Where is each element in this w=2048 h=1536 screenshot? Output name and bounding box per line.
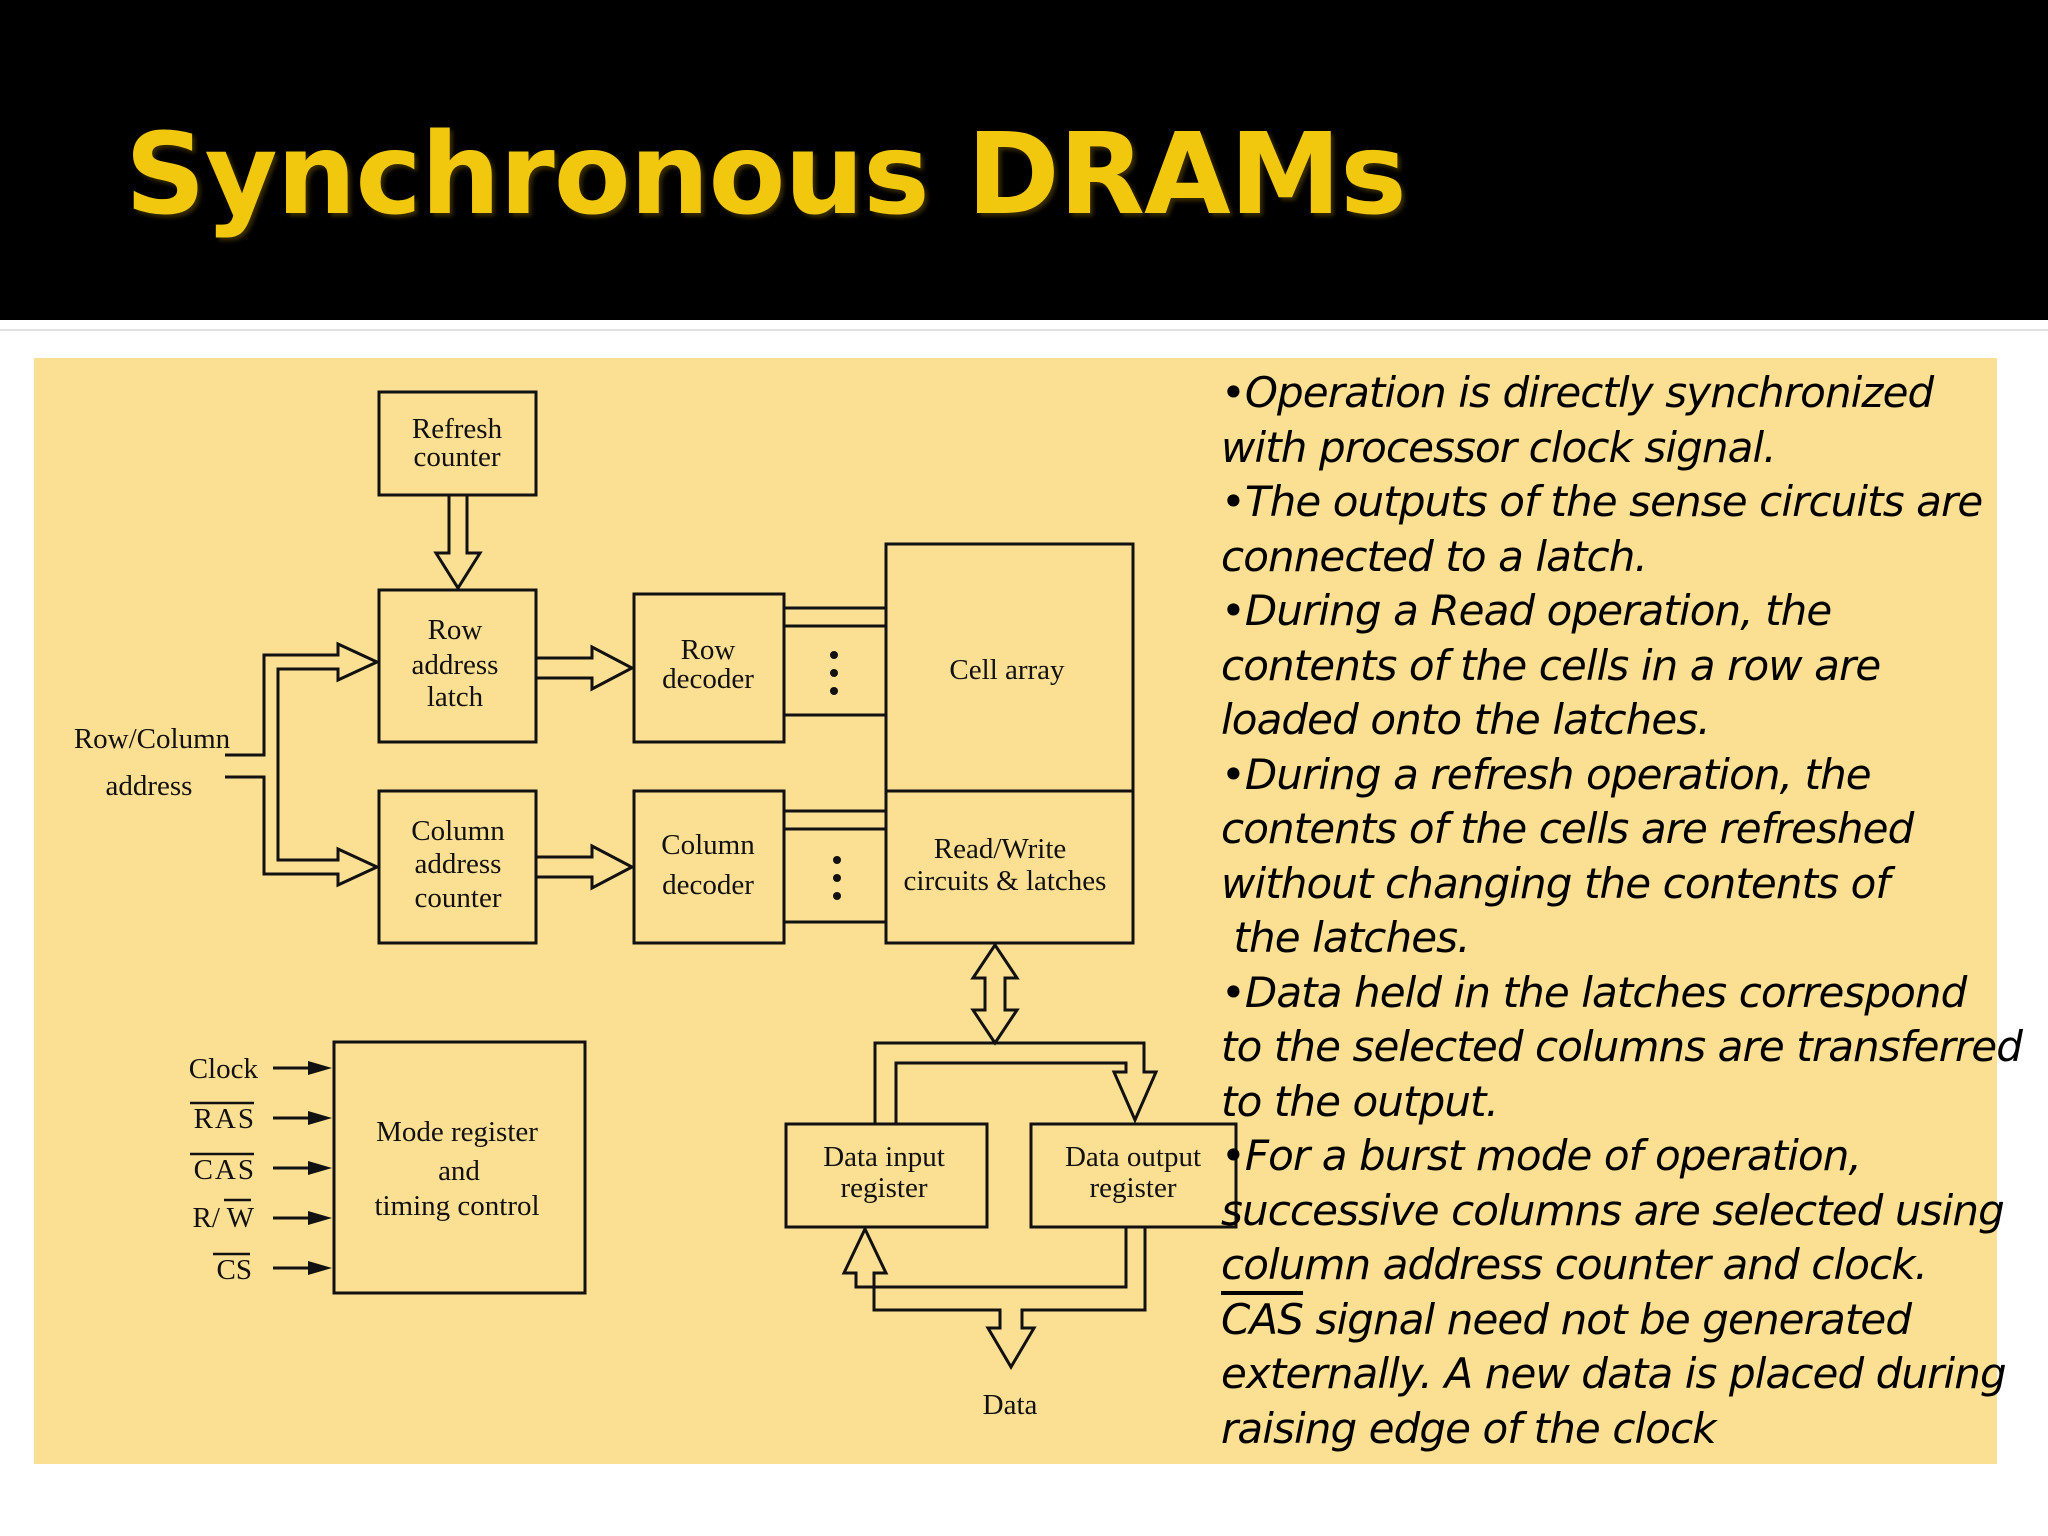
cas-overlined-text: CAS: [1221, 1294, 1304, 1344]
column-counter-label-1: Column: [411, 815, 505, 847]
column-decoder-output-lines: [784, 809, 886, 924]
cas-signal-label: CAS: [194, 1154, 256, 1186]
signal-overbars: [190, 1101, 254, 1256]
bullet-line: •Operation is directly synchronized: [1221, 368, 1934, 417]
data-output-register-block: [1029, 1122, 1238, 1229]
row-decoder-output-lines: [784, 606, 886, 717]
bus-to-output-register: [894, 1041, 1159, 1124]
column-counter-label-2: address: [415, 848, 502, 880]
bullet-line: •During a Read operation, the: [1221, 586, 1832, 635]
bullet-line: successive columns are selected using: [1221, 1185, 2005, 1235]
bullet-line: raising edge of the clock: [1221, 1403, 1717, 1453]
cs-signal-label: CS: [217, 1254, 252, 1286]
bullet-line: with processor clock signal.: [1221, 422, 1777, 472]
bullet-line: to the output.: [1221, 1076, 1499, 1126]
refresh-counter-label-2: counter: [414, 441, 501, 473]
data-out-arrow: [841, 1225, 1147, 1370]
column-decoder-block: [632, 789, 786, 945]
row-latch-label-1: Row: [428, 614, 483, 646]
bullet-line: the latches.: [1221, 913, 1470, 962]
bullet-line: without changing the contents of: [1221, 858, 1890, 908]
bullet-line: •The outputs of the sense circuits are: [1221, 477, 1983, 526]
column-decoder-label-2: decoder: [662, 869, 754, 901]
ellipsis-dots: [830, 651, 841, 900]
data-input-label-1: Data input: [823, 1141, 945, 1173]
row-latch-label-2: address: [412, 649, 499, 681]
bus-to-input-register: [873, 1041, 995, 1124]
data-label: Data: [983, 1389, 1038, 1421]
data-output-label-2: register: [1090, 1172, 1177, 1204]
bullet-line: contents of the cells in a row are: [1221, 640, 1881, 690]
bullet-line: externally. A new data is placed during: [1221, 1349, 2007, 1398]
rw-signal-label: R/ W: [193, 1202, 255, 1234]
mode-register-label-1: Mode register: [376, 1116, 538, 1148]
data-input-label-2: register: [841, 1172, 928, 1204]
bullet-line: column address counter and clock.: [1221, 1240, 1928, 1289]
read-write-label-2: circuits & latches: [904, 865, 1107, 897]
bullet-line: connected to a latch.: [1221, 531, 1648, 581]
refresh-counter-block: [377, 390, 538, 497]
mode-register-label-2: and: [438, 1155, 480, 1187]
row-column-address-label-1: Row/Column: [74, 723, 231, 755]
refresh-counter-label-1: Refresh: [412, 413, 503, 445]
row-decoder-label-2: decoder: [662, 663, 754, 695]
bullet-line-cas: CAS signal need not be generated: [1221, 1293, 2021, 1348]
mode-register-block: [332, 1040, 587, 1295]
bullet-line: •For a burst mode of operation,: [1221, 1131, 1862, 1180]
title-bar: [0, 0, 2048, 320]
bullet-line: contents of the cells are refreshed: [1221, 804, 1914, 853]
address-bus-outer: [225, 641, 381, 888]
slide-title: Synchronous DRAMs: [125, 110, 1407, 240]
bullet-line: loaded onto the latches.: [1221, 695, 1711, 744]
cell-array-label: Cell array: [949, 654, 1065, 686]
read-write-label-1: Read/Write: [934, 833, 1067, 865]
refresh-to-latch-arrow: [433, 495, 483, 591]
content-panel: [34, 358, 1997, 1464]
clock-signal-label: Clock: [189, 1053, 259, 1085]
ras-signal-label: RAS: [194, 1103, 256, 1135]
data-input-register-block: [784, 1122, 989, 1229]
bullet-line: to the selected columns are transferred: [1221, 1022, 2023, 1071]
row-column-address-label-2: address: [106, 770, 193, 802]
cas-line-rest: signal need not be generated: [1303, 1294, 1912, 1344]
bidirectional-data-arrow: [970, 942, 1020, 1046]
bullet-line: •During a refresh operation, the: [1221, 749, 1872, 799]
counter-to-column-decoder-arrow: [536, 843, 636, 891]
column-counter-label-3: counter: [415, 882, 502, 914]
row-decoder-label-1: Row: [681, 634, 736, 666]
column-decoder-label-1: Column: [661, 829, 755, 861]
mode-register-label-3: timing control: [374, 1190, 539, 1222]
latch-to-row-decoder-arrow: [536, 644, 636, 692]
bullet-line: •Data held in the latches correspond: [1221, 967, 1967, 1017]
row-latch-label-3: latch: [427, 681, 484, 713]
read-write-block: [884, 789, 1135, 945]
header-divider: [0, 329, 2048, 331]
control-signal-arrows: [273, 1061, 332, 1275]
bullet-text: •Operation is directly synchronized with…: [1221, 366, 2023, 1456]
data-output-label-1: Data output: [1065, 1141, 1201, 1173]
